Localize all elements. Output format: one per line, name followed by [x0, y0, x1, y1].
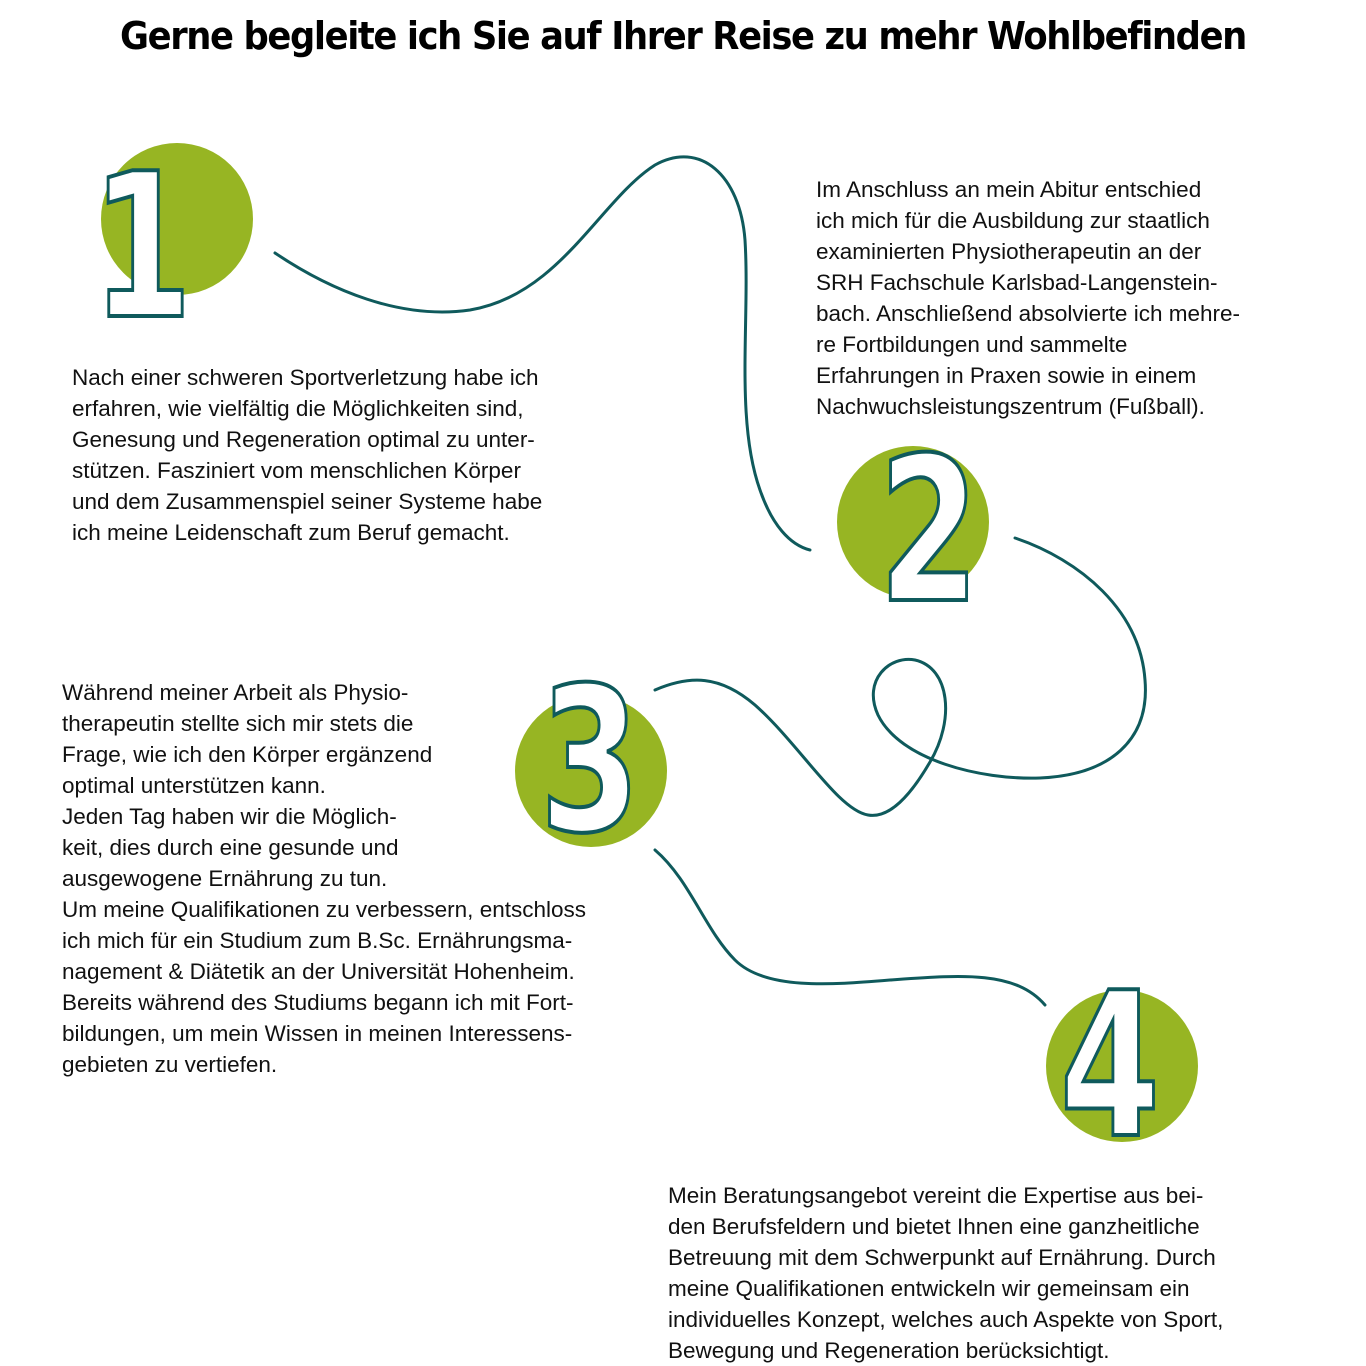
- text-line: ausgewogene Ernährung zu tun.: [62, 866, 388, 891]
- text-line: Nachwuchsleistungszentrum (Fußball).: [816, 394, 1205, 419]
- text-line: bach. Anschließend absolvierte ich mehre…: [816, 301, 1240, 326]
- text-line: Jeden Tag haben wir die Möglich-: [62, 804, 397, 829]
- text-line: SRH Fachschule Karlsbad-Langenstein-: [816, 270, 1218, 295]
- text-line: stützen. Fasziniert vom menschlichen Kör…: [72, 458, 521, 483]
- text-line: erfahren, wie vielfältig die Möglichkeit…: [72, 396, 524, 421]
- text-line: Nach einer schweren Sportverletzung habe…: [72, 365, 539, 390]
- text-line: keit, dies durch eine gesunde und: [62, 835, 399, 860]
- step-1-number: 1: [90, 131, 193, 364]
- text-line: Um meine Qualifikationen zu verbessern, …: [62, 897, 586, 922]
- step-4-text: Mein Beratungsangebot vereint die Expert…: [668, 1180, 1223, 1366]
- text-line: ich mich für die Ausbildung zur staatlic…: [816, 208, 1210, 233]
- page-title: Gerne begleite ich Sie auf Ihrer Reise z…: [120, 14, 1247, 58]
- step-3-circle: [515, 695, 667, 847]
- text-line: ich meine Leidenschaft zum Beruf gemacht…: [72, 520, 510, 545]
- text-line: re Fortbildungen und sammelte: [816, 332, 1128, 357]
- text-line: Erfahrungen in Praxen sowie in einem: [816, 363, 1197, 388]
- text-line: nagement & Diätetik an der Universität H…: [62, 959, 575, 984]
- text-line: Während meiner Arbeit als Physio-: [62, 680, 409, 705]
- text-line: Mein Beratungsangebot vereint die Expert…: [668, 1183, 1204, 1208]
- text-line: bildungen, um mein Wissen in meinen Inte…: [62, 1021, 573, 1046]
- step-2-text: Im Anschluss an mein Abitur entschied ich…: [816, 174, 1240, 422]
- text-line: optimal unterstützen kann.: [62, 773, 326, 798]
- path-segment-3-4: [653, 848, 1047, 1007]
- text-line: Bewegung und Regeneration berücksichtigt…: [668, 1338, 1110, 1363]
- step-4-circle: [1046, 990, 1198, 1142]
- text-line: den Berufsfeldern und bietet Ihnen eine …: [668, 1214, 1200, 1239]
- step-3-number: 3: [538, 645, 641, 878]
- text-line: therapeutin stellte sich mir stets die: [62, 711, 414, 736]
- text-line: examinierten Physiotherapeutin an der: [816, 239, 1202, 264]
- text-line: individuelles Konzept, welches auch Aspe…: [668, 1307, 1224, 1332]
- text-line: Genesung und Regeneration optimal zu unt…: [72, 427, 535, 452]
- text-line: ich mich für ein Studium zum B.Sc. Ernäh…: [62, 928, 573, 953]
- step-1-text: Nach einer schweren Sportverletzung habe…: [72, 362, 542, 548]
- step-1-circle: [101, 143, 253, 295]
- text-line: und dem Zusammenspiel seiner Systeme hab…: [72, 489, 543, 514]
- text-line: gebieten zu vertiefen.: [62, 1052, 278, 1077]
- step-3-text: Während meiner Arbeit als Physio-therape…: [62, 677, 586, 1080]
- text-line: Frage, wie ich den Körper ergänzend: [62, 742, 433, 767]
- step-2-number: 2: [877, 415, 980, 648]
- step-2-circle: [837, 446, 989, 598]
- text-line: Im Anschluss an mein Abitur entschied: [816, 177, 1202, 202]
- text-line: meine Qualifikationen entwickeln wir gem…: [668, 1276, 1190, 1301]
- step-4-number: 4: [1058, 950, 1161, 1183]
- text-line: Bereits während des Studiums begann ich …: [62, 990, 574, 1015]
- text-line: Betreuung mit dem Schwerpunkt auf Ernähr…: [668, 1245, 1216, 1270]
